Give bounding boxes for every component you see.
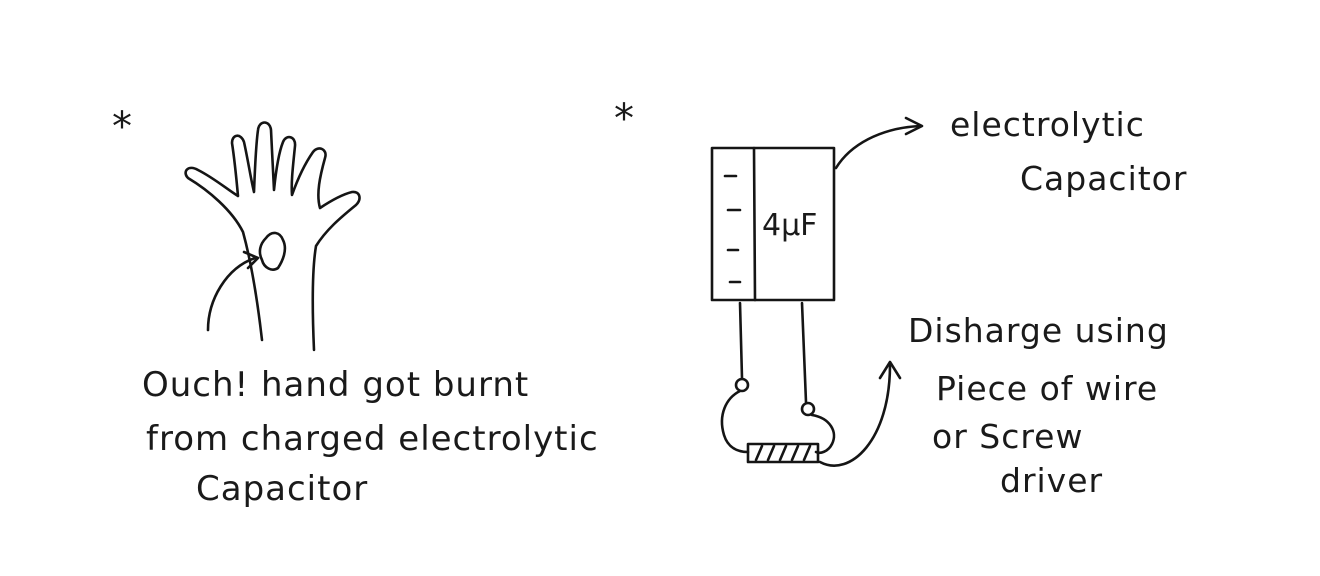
- screwdriver-body: [746, 442, 820, 464]
- left-star-marker: *: [112, 104, 132, 150]
- discharge-arrow: [818, 363, 892, 467]
- discharge-arrow-head: [878, 360, 902, 380]
- discharge-caption-line-3: or Screw: [932, 417, 1083, 456]
- discharge-wire-right: [810, 413, 836, 455]
- hand-caption-line-2: from charged electrolytic: [146, 419, 599, 459]
- discharge-wire-left: [720, 389, 750, 454]
- capacitor-body: [710, 146, 836, 302]
- capacitor-drawing: 4μF: [710, 146, 836, 464]
- burn-arrow: [206, 256, 257, 332]
- capacitor-label-line-2: Capacitor: [1020, 159, 1187, 198]
- hand-drawing: [184, 121, 361, 352]
- capacitor-stripe: [752, 146, 757, 302]
- screwdriver-hatch-1: [754, 444, 764, 462]
- hand-caption-line-1: Ouch! hand got burnt: [142, 365, 529, 405]
- screwdriver-hatch-3: [778, 444, 788, 462]
- capacitor-label-arrow: [834, 124, 922, 170]
- capacitor-label-line-1: electrolytic: [950, 105, 1145, 144]
- hand-caption-line-3: Capacitor: [196, 469, 368, 509]
- capacitance-value: 4μF: [762, 208, 817, 243]
- capacitor-lead-right: [800, 301, 808, 404]
- capacitor-lead-left: [738, 301, 744, 380]
- screwdriver-hatch-5: [802, 444, 812, 462]
- screwdriver-hatch-2: [766, 444, 776, 462]
- burn-arrow-head: [242, 250, 260, 270]
- burn-mark: [258, 231, 287, 271]
- hand-outline: [184, 121, 361, 352]
- lead-terminal-right: [800, 401, 816, 417]
- capacitor-label-arrow-head: [904, 116, 924, 136]
- discharge-caption-line-2: Piece of wire: [936, 369, 1158, 408]
- discharge-caption-line-1: Disharge using: [908, 311, 1169, 350]
- lead-terminal-left: [734, 377, 750, 393]
- right-star-marker: *: [614, 96, 634, 142]
- screwdriver-hatch-4: [790, 444, 800, 462]
- discharge-caption-line-4: driver: [1000, 461, 1103, 500]
